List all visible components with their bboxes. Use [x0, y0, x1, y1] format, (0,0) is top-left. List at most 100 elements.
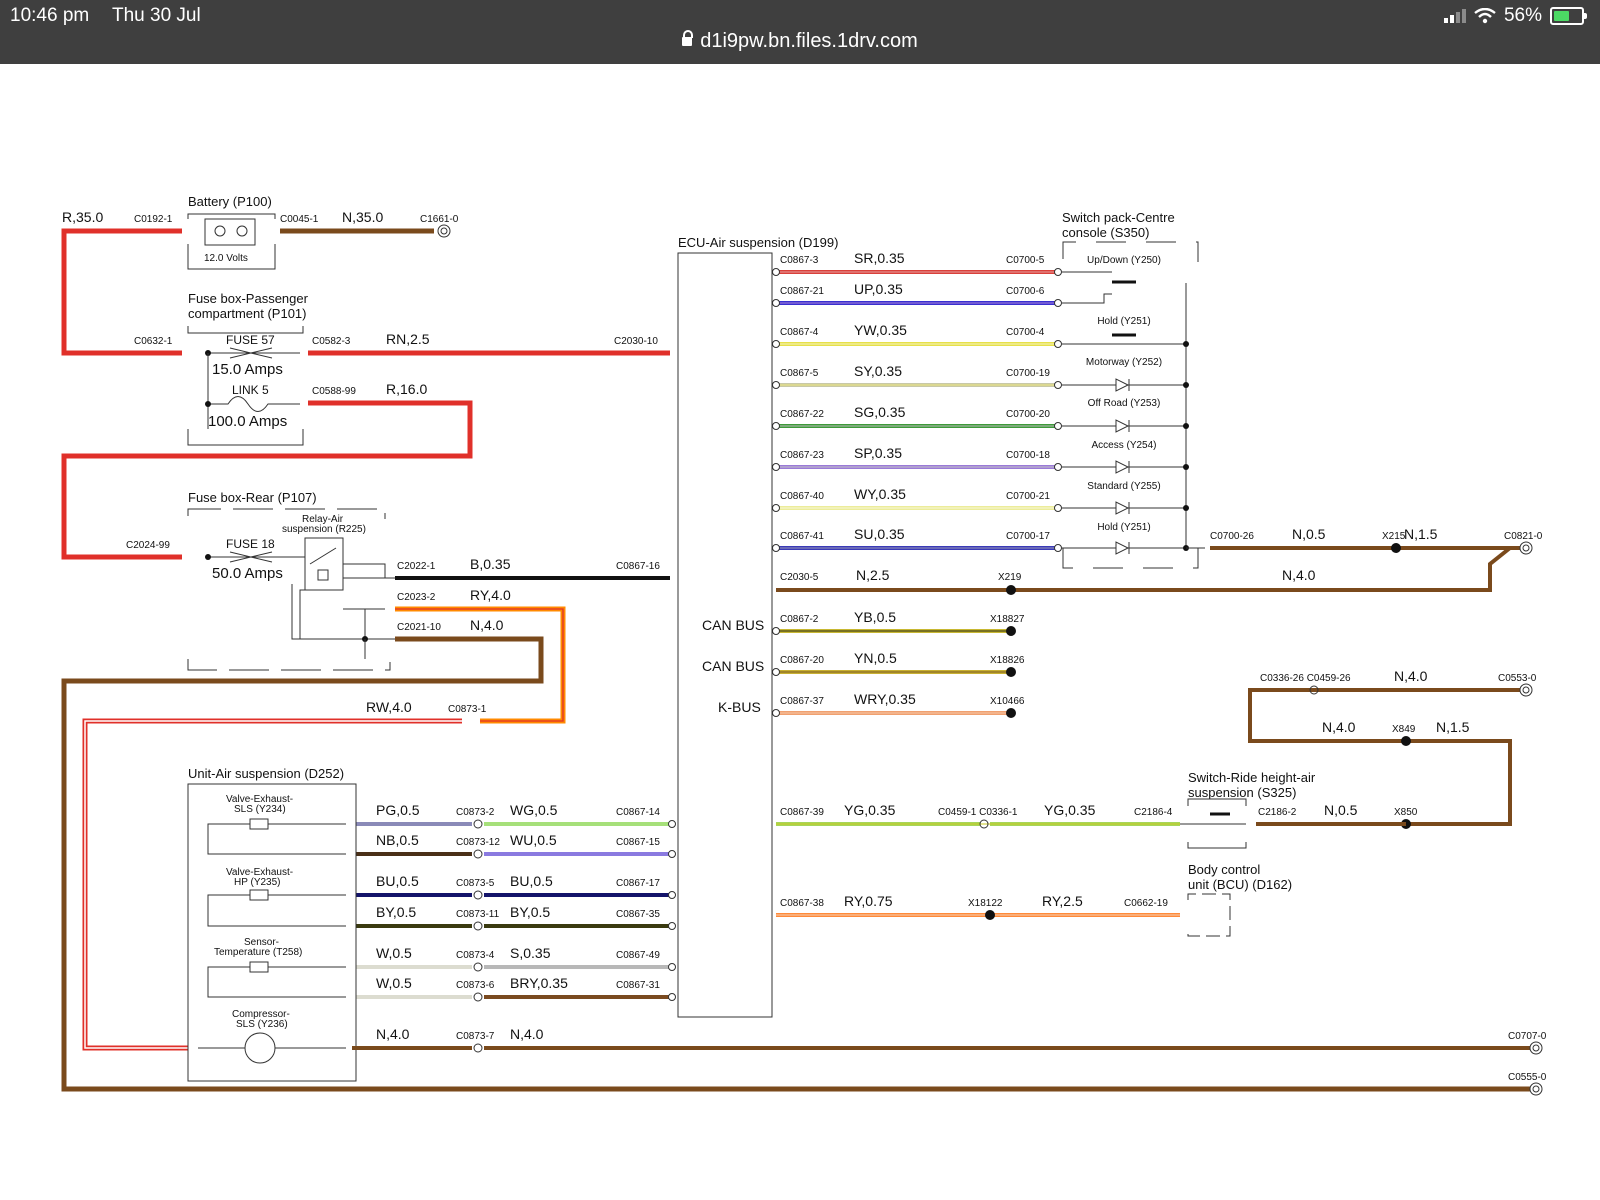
k-bus-label: K-BUS — [718, 699, 761, 715]
splice-label: X10466 — [990, 696, 1025, 707]
connector-label: C0045-1 — [280, 214, 319, 225]
relay-label: suspension (R225) — [282, 524, 366, 535]
wire-label: N,0.5 — [1324, 802, 1358, 818]
ecu-wire: C0867-5 SY,0.35 C0700-19 — [772, 363, 1062, 389]
wire-label: PG,0.5 — [376, 802, 420, 818]
connector-label: C0867-5 — [780, 368, 819, 379]
connector-label: C0867-31 — [616, 980, 660, 991]
connector-label: C1661-0 — [420, 214, 459, 225]
fuse-rating: 15.0 Amps — [212, 361, 283, 378]
connector-label: C0867-37 — [780, 696, 824, 707]
wire-label: NB,0.5 — [376, 832, 419, 848]
ecu-wire: C0867-23 SP,0.35 C0700-18 — [772, 445, 1062, 471]
wire-label: W,0.5 — [376, 945, 412, 961]
wire-label: N,0.5 — [1292, 526, 1326, 542]
switch-label: Hold (Y251) — [1097, 522, 1150, 533]
splice-label: X18826 — [990, 655, 1025, 666]
wire-label: WY,0.35 — [854, 486, 906, 502]
connector-label: C0867-49 — [616, 950, 660, 961]
connector-label: C0821-0 — [1504, 531, 1543, 542]
connector-label: C0700-18 — [1006, 450, 1050, 461]
connector-label: C2030-5 — [780, 572, 819, 583]
connector-label: C0873-1 — [448, 704, 487, 715]
connector-label: C0867-35 — [616, 909, 660, 920]
connector-label: C0867-15 — [616, 837, 660, 848]
component-label: SLS (Y234) — [234, 804, 286, 815]
switch-label: Off Road (Y253) — [1088, 398, 1161, 409]
connector-label: C0336-26 C0459-26 — [1260, 673, 1351, 684]
wire-label: N,2.5 — [856, 567, 890, 583]
ride-switch-title: suspension (S325) — [1188, 785, 1296, 800]
connector-label: C0867-22 — [780, 409, 824, 420]
unit-title: Unit-Air suspension (D252) — [188, 766, 344, 781]
bcu-title: unit (BCU) (D162) — [1188, 877, 1292, 892]
splice-label: X215 — [1382, 531, 1406, 542]
connector-label: C0867-23 — [780, 450, 824, 461]
switch-pack-title: Switch pack-Centre — [1062, 210, 1175, 225]
lock-icon — [682, 30, 694, 46]
fusebox-passenger-p101: Fuse box-Passenger compartment (P101) FU… — [134, 291, 658, 446]
switch-element: Motorway (Y252) — [1062, 357, 1189, 392]
fusebox-title: Fuse box-Rear (P107) — [188, 490, 317, 505]
component-label: Valve-Exhaust- — [226, 794, 293, 805]
connector-label: C0867-16 — [616, 561, 660, 572]
wire-label: YB,0.5 — [854, 609, 896, 625]
connector-label: C0632-1 — [134, 336, 173, 347]
connector-label: C0873-6 — [456, 980, 495, 991]
connector-label: C0873-2 — [456, 807, 495, 818]
battery-icon — [1550, 7, 1587, 25]
connector-label: C0873-7 — [456, 1031, 495, 1042]
connector-label: C0700-6 — [1006, 286, 1045, 297]
ecu-air-suspension-d199: ECU-Air suspension (D199) CAN BUS CAN BU… — [677, 235, 838, 1018]
wire-label: YG,0.35 — [844, 802, 896, 818]
connector-label: C0192-1 — [134, 214, 173, 225]
wiring-diagram: Battery (P100) 12.0 Volts R,35.0 C0192-1… — [61, 194, 1547, 1096]
status-date: Thu 30 Jul — [112, 5, 201, 26]
fuse-label: LINK 5 — [232, 383, 269, 397]
wire-label: N,4.0 — [1282, 567, 1316, 583]
wire-label: SR,0.35 — [854, 250, 905, 266]
connector-label: C0867-4 — [780, 327, 819, 338]
wire-label: N,4.0 — [376, 1026, 410, 1042]
component-label: Sensor- — [244, 937, 279, 948]
component-label: HP (Y235) — [234, 877, 281, 888]
battery-percent: 56% — [1503, 5, 1542, 26]
wire-label: WG,0.5 — [510, 802, 558, 818]
battery-level-fill — [1554, 11, 1569, 21]
connector-label: C0582-3 — [312, 336, 351, 347]
wifi-icon — [1474, 8, 1496, 24]
wire-label-r35: R,35.0 — [62, 209, 103, 225]
connector-label: C2186-2 — [1258, 807, 1297, 818]
switch-element: Hold (Y251) — [1062, 522, 1189, 555]
connector-label: C2024-99 — [126, 540, 170, 551]
fusebox-title: Fuse box-Passenger — [188, 291, 309, 306]
fuse-rating: 50.0 Amps — [212, 565, 283, 582]
switch-element: Hold (Y251) — [1097, 316, 1150, 327]
connector-label: C0867-39 — [780, 807, 824, 818]
connector-label: C0700-5 — [1006, 255, 1045, 266]
wire-label: N,4.0 — [1322, 719, 1356, 735]
connector-label: C2030-10 — [614, 336, 658, 347]
unit-air-suspension-d252: Unit-Air suspension (D252) Valve-Exhaust… — [187, 766, 1547, 1096]
address-bar[interactable]: d1i9pw.bn.files.1drv.com — [0, 30, 1600, 53]
connector-label: C0867-17 — [616, 878, 660, 889]
wire-label: W,0.5 — [376, 975, 412, 991]
connector-label: C0873-5 — [456, 878, 495, 889]
wire-label: SP,0.35 — [854, 445, 902, 461]
wire-label: N,4.0 — [1394, 668, 1428, 684]
connector-label: C0459-1 C0336-1 — [938, 807, 1018, 818]
wire-label: SG,0.35 — [854, 404, 906, 420]
connector-label: C0700-19 — [1006, 368, 1050, 379]
wire-label: WRY,0.35 — [854, 691, 916, 707]
connector-label: C0867-40 — [780, 491, 824, 502]
wire-label: SY,0.35 — [854, 363, 902, 379]
connector-label: C0662-19 — [1124, 898, 1168, 909]
connector-label: C0867-20 — [780, 655, 824, 666]
switch-label: Hold (Y251) — [1097, 316, 1150, 327]
